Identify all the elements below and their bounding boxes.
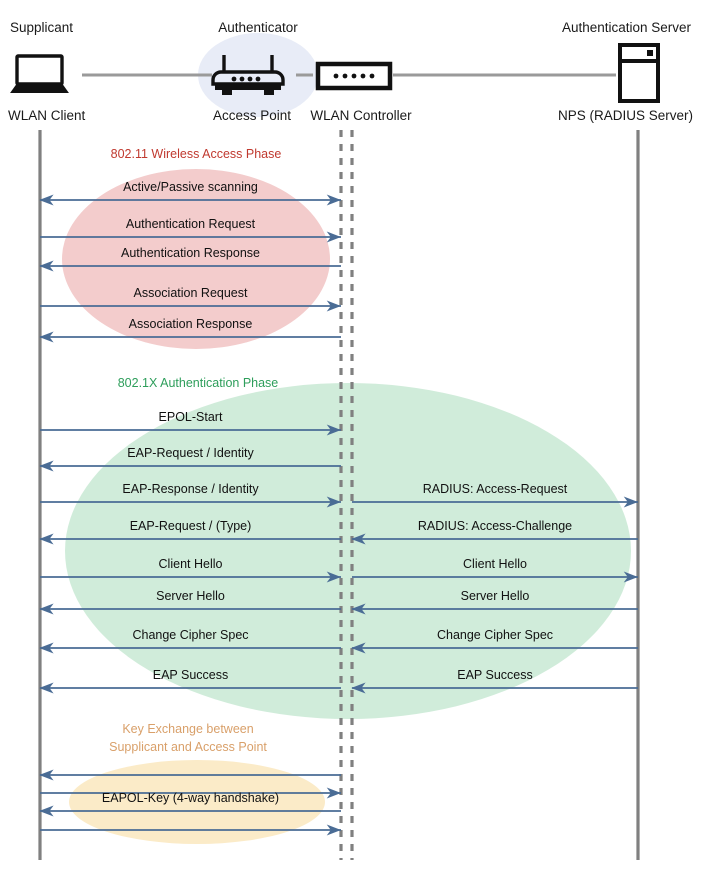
phase-label-key-exchange-line1: Key Exchange between (122, 722, 254, 736)
message-label: EPOL-Start (158, 410, 223, 424)
message-label: EAPOL-Key (4-way handshake) (101, 791, 280, 805)
phase-802-11-ellipse (62, 169, 330, 349)
message-label: Authentication Response (121, 246, 260, 260)
actor-device-wlan-controller: WLAN Controller (310, 108, 412, 123)
message-label: Server Hello (156, 589, 225, 603)
laptop-icon (10, 54, 69, 93)
access-point-icon (211, 55, 285, 95)
message-label: EAP Success (457, 668, 533, 682)
actor-device-nps: NPS (RADIUS Server) (557, 108, 694, 123)
message-label: RADIUS: Access-Request (422, 482, 568, 496)
message-label: EAP Success (152, 668, 229, 682)
message-label: Server Hello (460, 589, 530, 603)
message-arrow-layer (39, 194, 639, 836)
server-icon (618, 43, 660, 103)
message-label: Active/Passive scanning (123, 180, 258, 194)
message-label: EAP-Request / Identity (127, 446, 254, 460)
actor-role-authenticator: Authenticator (218, 20, 298, 35)
message-label: Association Response (128, 317, 253, 331)
message-label: Client Hello (463, 557, 527, 571)
phase-key-exchange-ellipse (69, 760, 325, 844)
message-label: Change Cipher Spec (132, 628, 249, 642)
message-label: Authentication Request (125, 217, 256, 231)
actor-role-authentication-server: Authentication Server (561, 20, 692, 35)
message-label: Change Cipher Spec (436, 628, 554, 642)
actor-role-supplicant: Supplicant (10, 20, 74, 35)
phase-label-802-1x: 802.1X Authentication Phase (117, 376, 279, 390)
phase-label-802-11: 802.11 Wireless Access Phase (110, 147, 282, 161)
actor-device-access-point: Access Point (212, 108, 292, 123)
message-label: EAP-Request / (Type) (129, 519, 252, 533)
message-label: Client Hello (158, 557, 223, 571)
message-label: Association Request (133, 286, 248, 300)
wlan-controller-icon (315, 61, 393, 91)
message-label: EAP-Response / Identity (122, 482, 259, 496)
authenticator-group-ellipse (198, 33, 318, 117)
phase-802-1x-ellipse (65, 383, 631, 719)
message-label: RADIUS: Access-Challenge (417, 519, 573, 533)
actor-device-wlan-client: WLAN Client (8, 108, 86, 123)
phase-label-key-exchange-line2: Supplicant and Access Point (109, 740, 267, 754)
